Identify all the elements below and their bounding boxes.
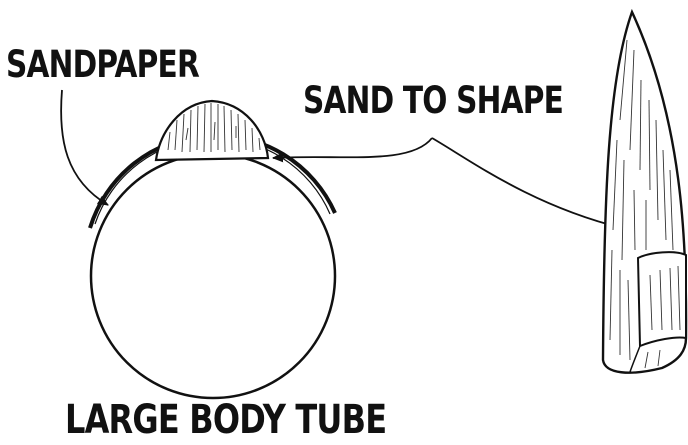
sand-to-shape-arrow-right [432,138,622,228]
label-sandpaper: SANDPAPER [6,46,199,83]
wood-dome [156,101,268,160]
sand-to-shape-arrow-left [273,138,432,158]
label-sand-to-shape: SAND TO SHAPE [303,82,563,119]
large-body-tube [91,154,335,398]
label-large-body-tube: LARGE BODY TUBE [65,400,386,440]
sandpaper-arrow [61,90,108,205]
